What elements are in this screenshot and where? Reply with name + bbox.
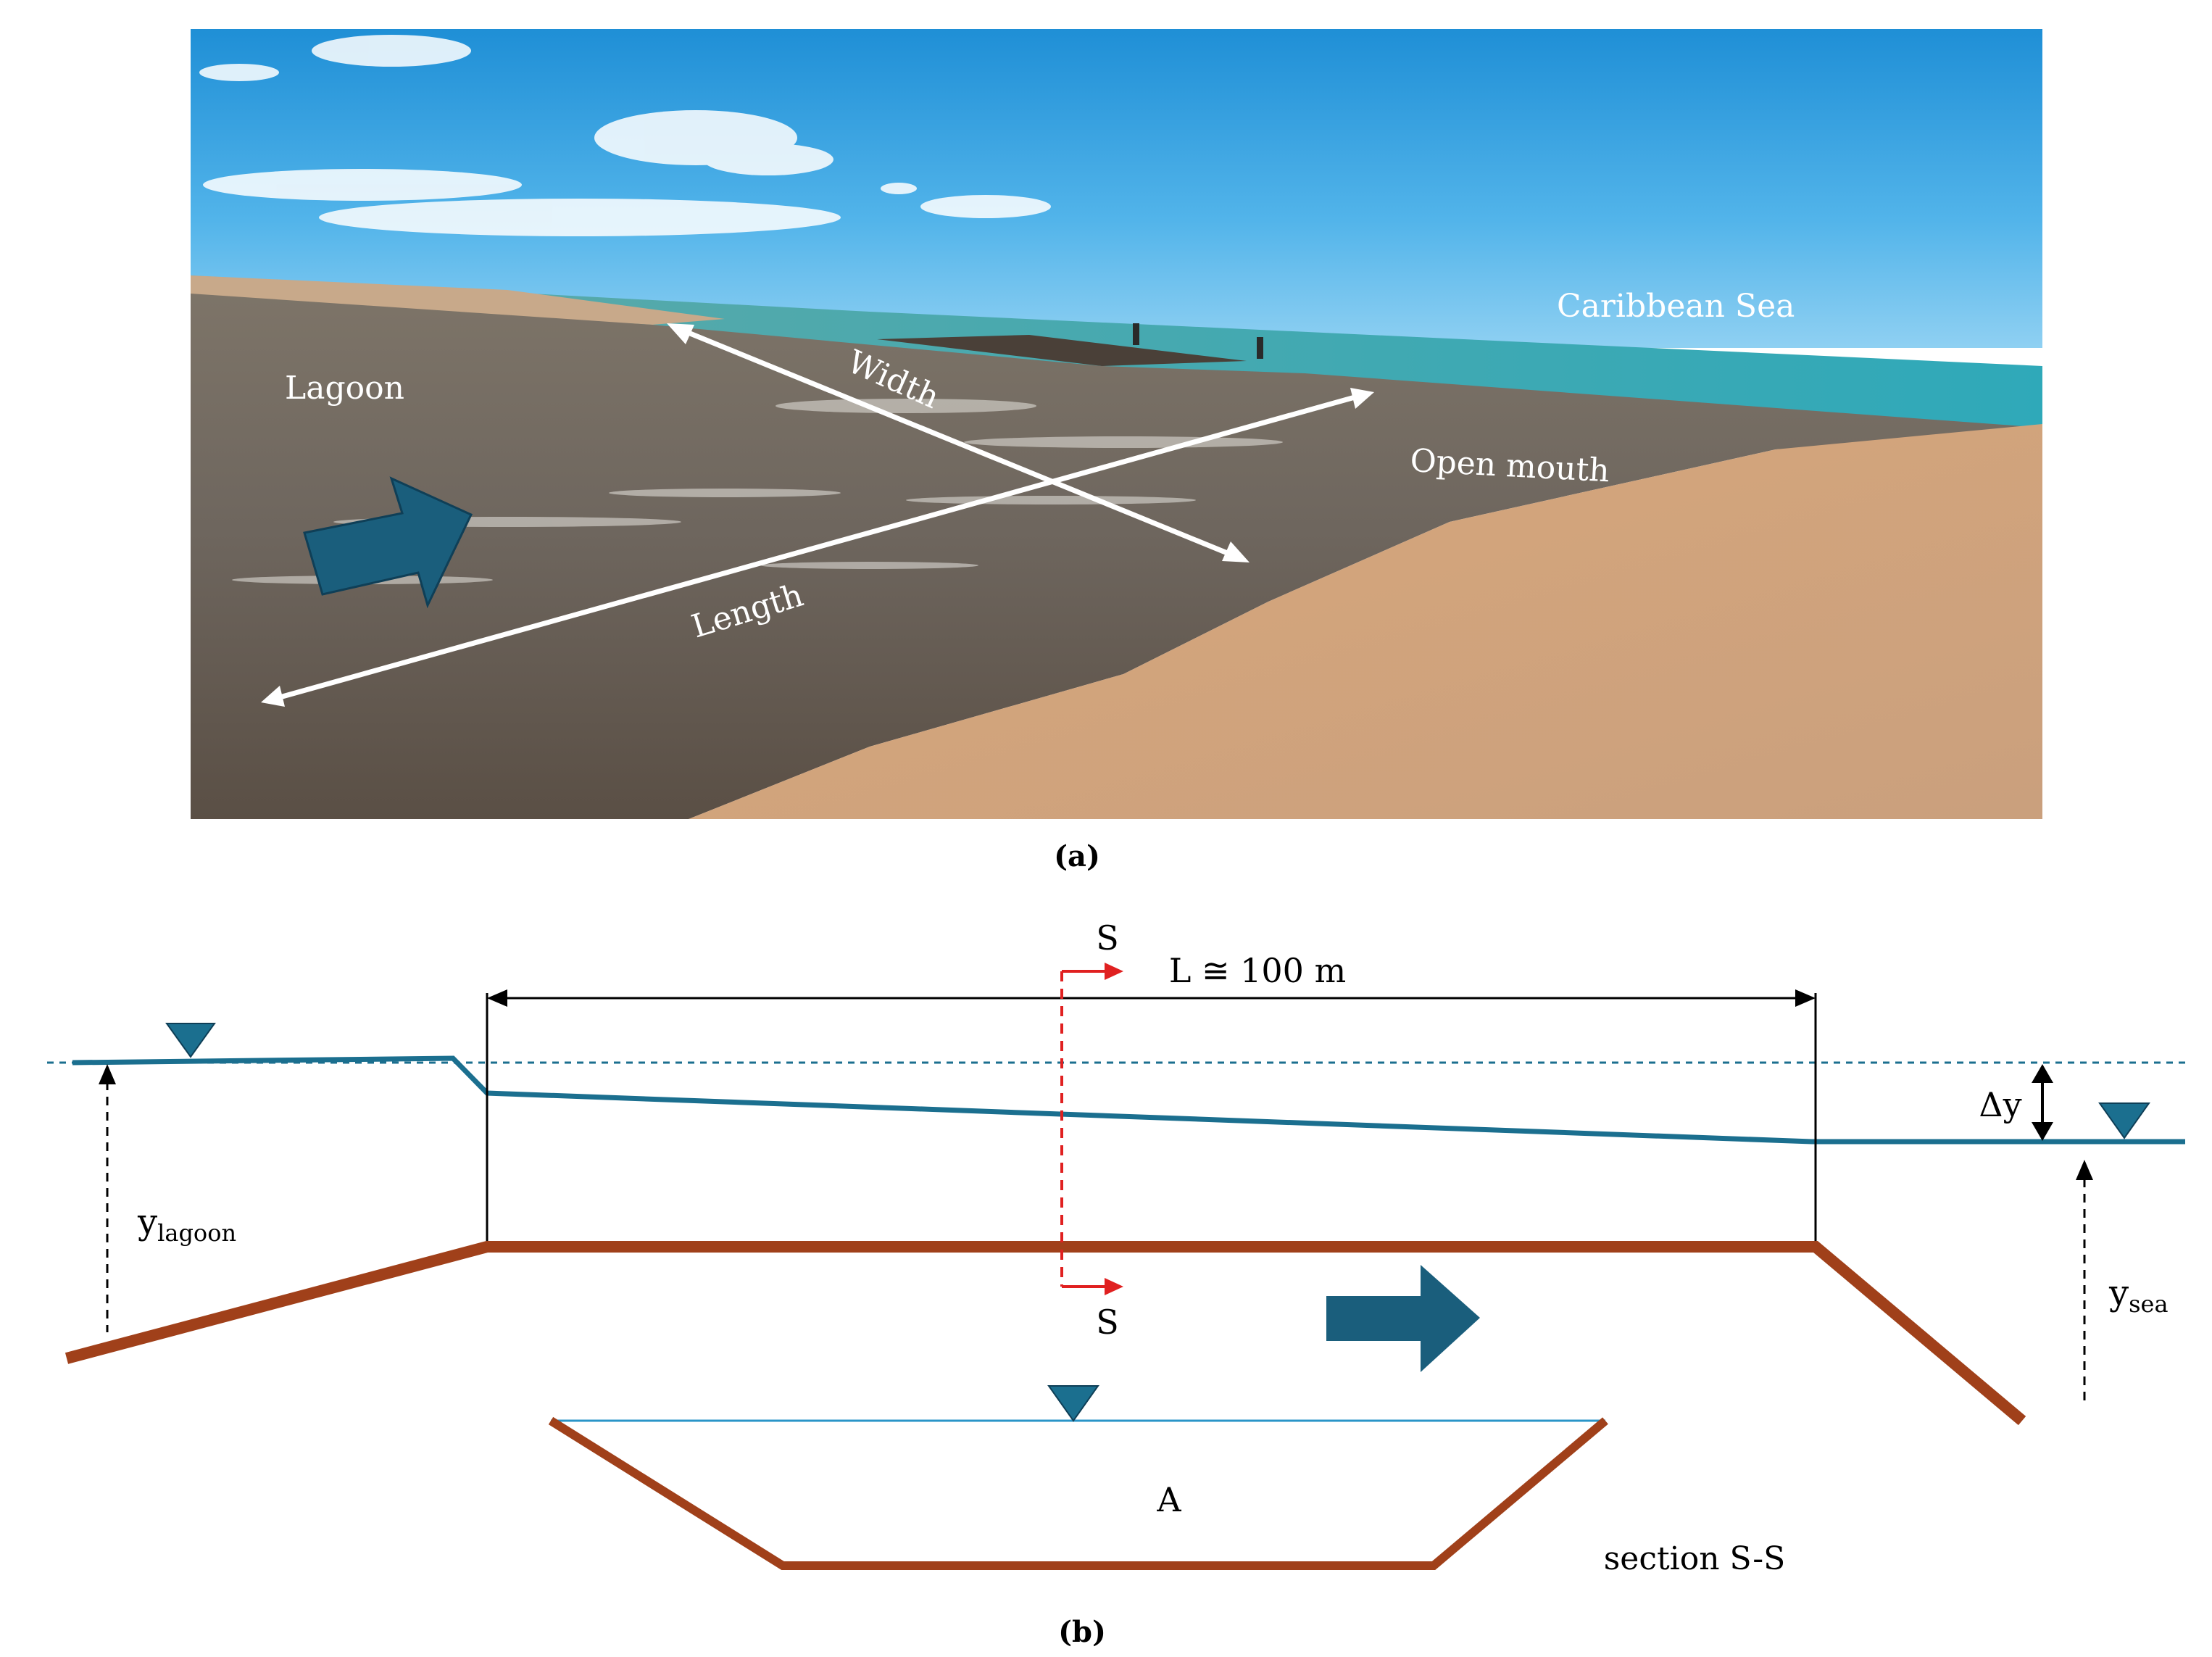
far-sandbar (191, 275, 725, 325)
width-arrow (667, 323, 1250, 562)
water-surface-profile (72, 1055, 2185, 1145)
label-lagoon: Lagoon (285, 370, 404, 407)
section-bed (548, 1416, 1608, 1570)
clouds (199, 35, 1051, 236)
y-sea-label: ysea (2108, 1273, 2169, 1318)
panel-a-photo (191, 29, 2042, 819)
delta-y-arrow (2032, 1064, 2053, 1141)
section-area-label: A (1156, 1480, 1181, 1519)
sea-level-icon (2098, 1102, 2150, 1139)
section-cut (1060, 963, 1123, 1295)
section-caption: section S-S (1604, 1540, 1786, 1577)
y-lagoon-label: ylagoon (137, 1202, 236, 1247)
section-level-icon (1047, 1385, 1099, 1422)
panel-b-diagram: L ≅ 100 m S S ylagoon Δy (47, 918, 2189, 1649)
person-1 (1133, 323, 1139, 345)
section-marker-top: S (1096, 918, 1119, 958)
panel-b-label: (b) (1058, 1615, 1106, 1649)
delta-y-label: Δy (1979, 1085, 2021, 1124)
length-dimension-arrow (487, 989, 1816, 1007)
beach-sand (689, 424, 2042, 819)
lagoon-level-icon (165, 1023, 216, 1058)
lagoon-water (191, 294, 2042, 819)
flow-arrow-b (1326, 1265, 1480, 1372)
length-arrow (261, 388, 1374, 707)
person-2 (1257, 337, 1263, 359)
y-sea-arrow (2076, 1160, 2093, 1403)
dark-sandbar (877, 335, 1247, 366)
panel-a-label: (a) (1054, 839, 1100, 873)
y-lagoon-arrow (99, 1064, 116, 1332)
label-caribbean-sea: Caribbean Sea (1557, 288, 1795, 325)
length-dimension-label: L ≅ 100 m (1169, 951, 1346, 990)
section-marker-bottom: S (1096, 1303, 1119, 1342)
bed-profile (65, 1241, 2026, 1426)
flow-arrow-a (303, 476, 473, 609)
